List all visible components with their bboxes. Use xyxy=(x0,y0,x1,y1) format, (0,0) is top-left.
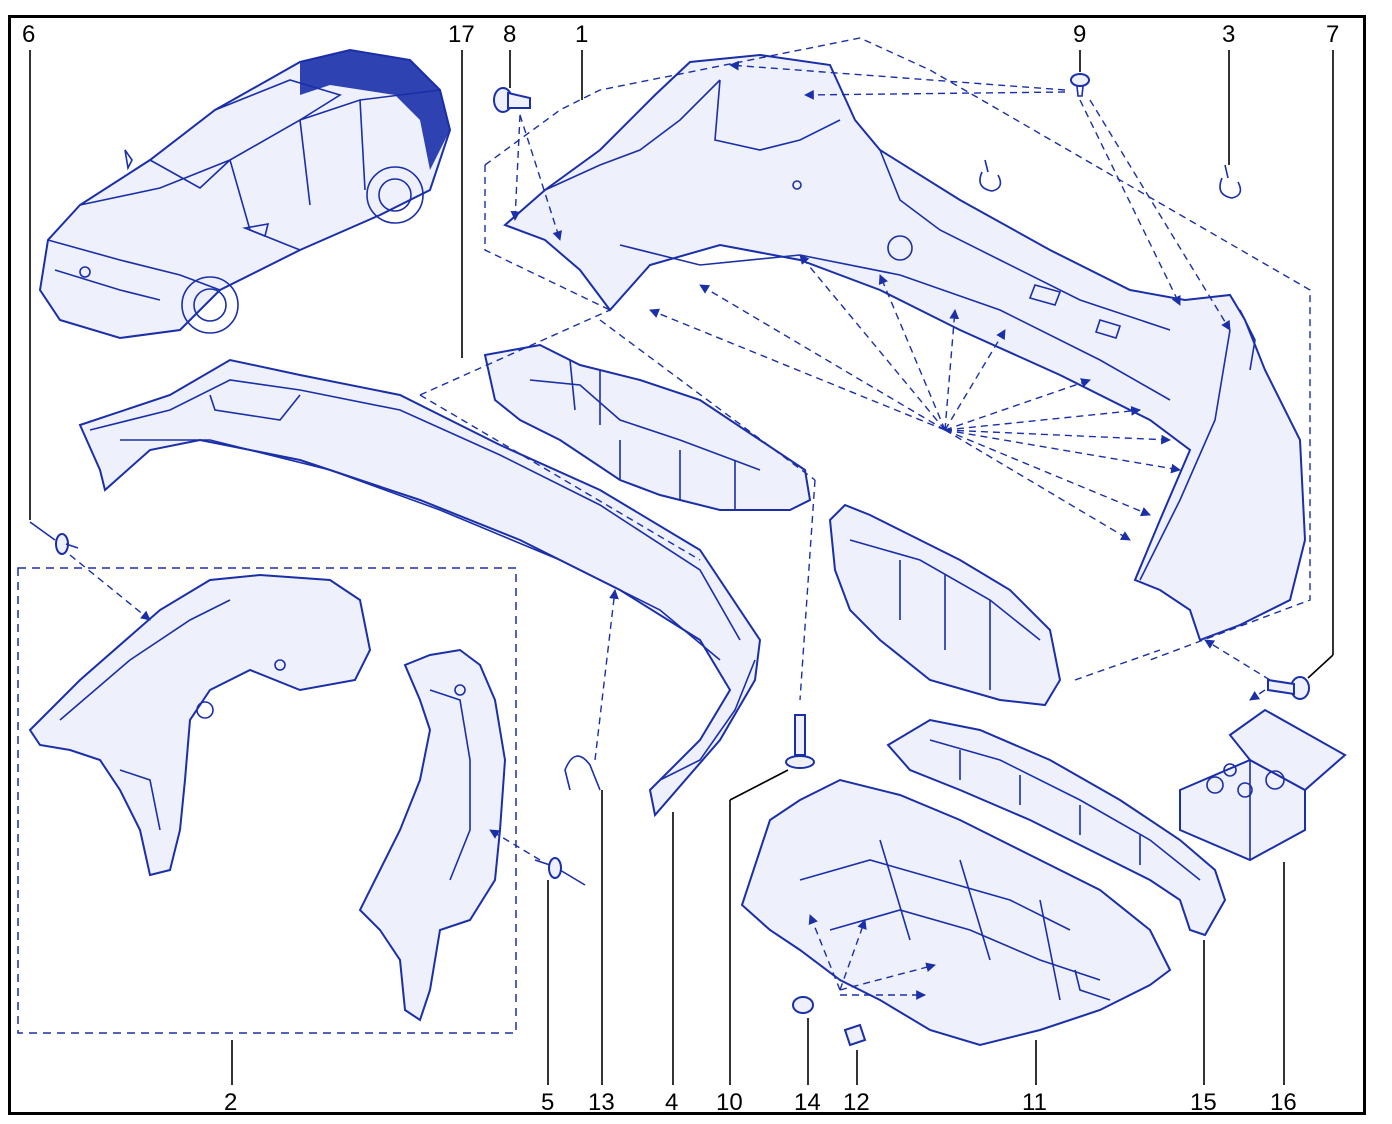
bumper-reinforcement-15 xyxy=(886,718,1227,937)
clip-12 xyxy=(843,1023,867,1047)
callout-3: 3 xyxy=(1222,21,1235,165)
callout-11: 11 xyxy=(1022,1040,1047,1116)
callout-label: 13 xyxy=(588,1089,615,1116)
callout-label: 4 xyxy=(665,1089,678,1116)
callout-8: 8 xyxy=(503,21,516,88)
callout-label: 5 xyxy=(541,1089,554,1116)
callout-17: 17 xyxy=(448,21,475,358)
fixing-kit-box-16 xyxy=(1179,708,1347,862)
callout-label: 15 xyxy=(1190,1089,1217,1116)
bumper-bracket-right xyxy=(828,503,1062,707)
callout-4: 4 xyxy=(665,812,678,1116)
callout-9: 9 xyxy=(1073,21,1086,72)
callout-5: 5 xyxy=(541,880,554,1116)
callout-label: 11 xyxy=(1022,1089,1047,1116)
callout-12: 12 xyxy=(843,1050,870,1116)
rivet-5 xyxy=(534,857,586,886)
callout-7: 7 xyxy=(1307,21,1339,679)
callout-10: 10 xyxy=(716,769,789,1116)
screw-8 xyxy=(493,87,531,113)
callout-2: 2 xyxy=(224,1040,237,1116)
callout-label: 14 xyxy=(794,1089,821,1116)
callout-14: 14 xyxy=(794,1018,821,1116)
callout-13: 13 xyxy=(588,790,615,1116)
lower-bumper-trim xyxy=(78,358,762,818)
rivet-6 xyxy=(29,521,79,555)
wire-clip-13 xyxy=(564,755,601,791)
callout-label: 12 xyxy=(843,1089,870,1116)
side-bracket-left xyxy=(28,573,372,877)
callout-6: 6 xyxy=(22,21,35,520)
callout-label: 9 xyxy=(1073,21,1086,48)
callout-16: 16 xyxy=(1270,862,1297,1116)
callout-label: 2 xyxy=(224,1089,237,1116)
callout-label: 1 xyxy=(575,21,588,48)
callout-15: 15 xyxy=(1190,940,1217,1116)
assembly-guide-lines xyxy=(69,37,1311,1000)
bolt-10 xyxy=(785,714,815,769)
push-clip-9 xyxy=(1070,73,1090,97)
callout-1: 1 xyxy=(575,21,588,100)
nut-14 xyxy=(792,996,814,1014)
callout-label: 7 xyxy=(1326,21,1339,48)
bumper-bracket-left xyxy=(483,343,812,511)
screw-7 xyxy=(1267,676,1310,700)
callout-label: 3 xyxy=(1222,21,1235,48)
callout-label: 16 xyxy=(1270,1089,1297,1116)
callout-label: 10 xyxy=(716,1089,743,1116)
assembly-group-box xyxy=(17,567,517,1034)
callout-label: 6 xyxy=(22,21,35,48)
callout-label: 17 xyxy=(448,21,475,48)
callout-label: 8 xyxy=(503,21,516,48)
bumper-clip-3 xyxy=(979,159,1242,199)
car-illustration xyxy=(38,48,452,340)
side-bracket-right xyxy=(358,648,507,1022)
underbody-tray-11 xyxy=(740,778,1172,1047)
